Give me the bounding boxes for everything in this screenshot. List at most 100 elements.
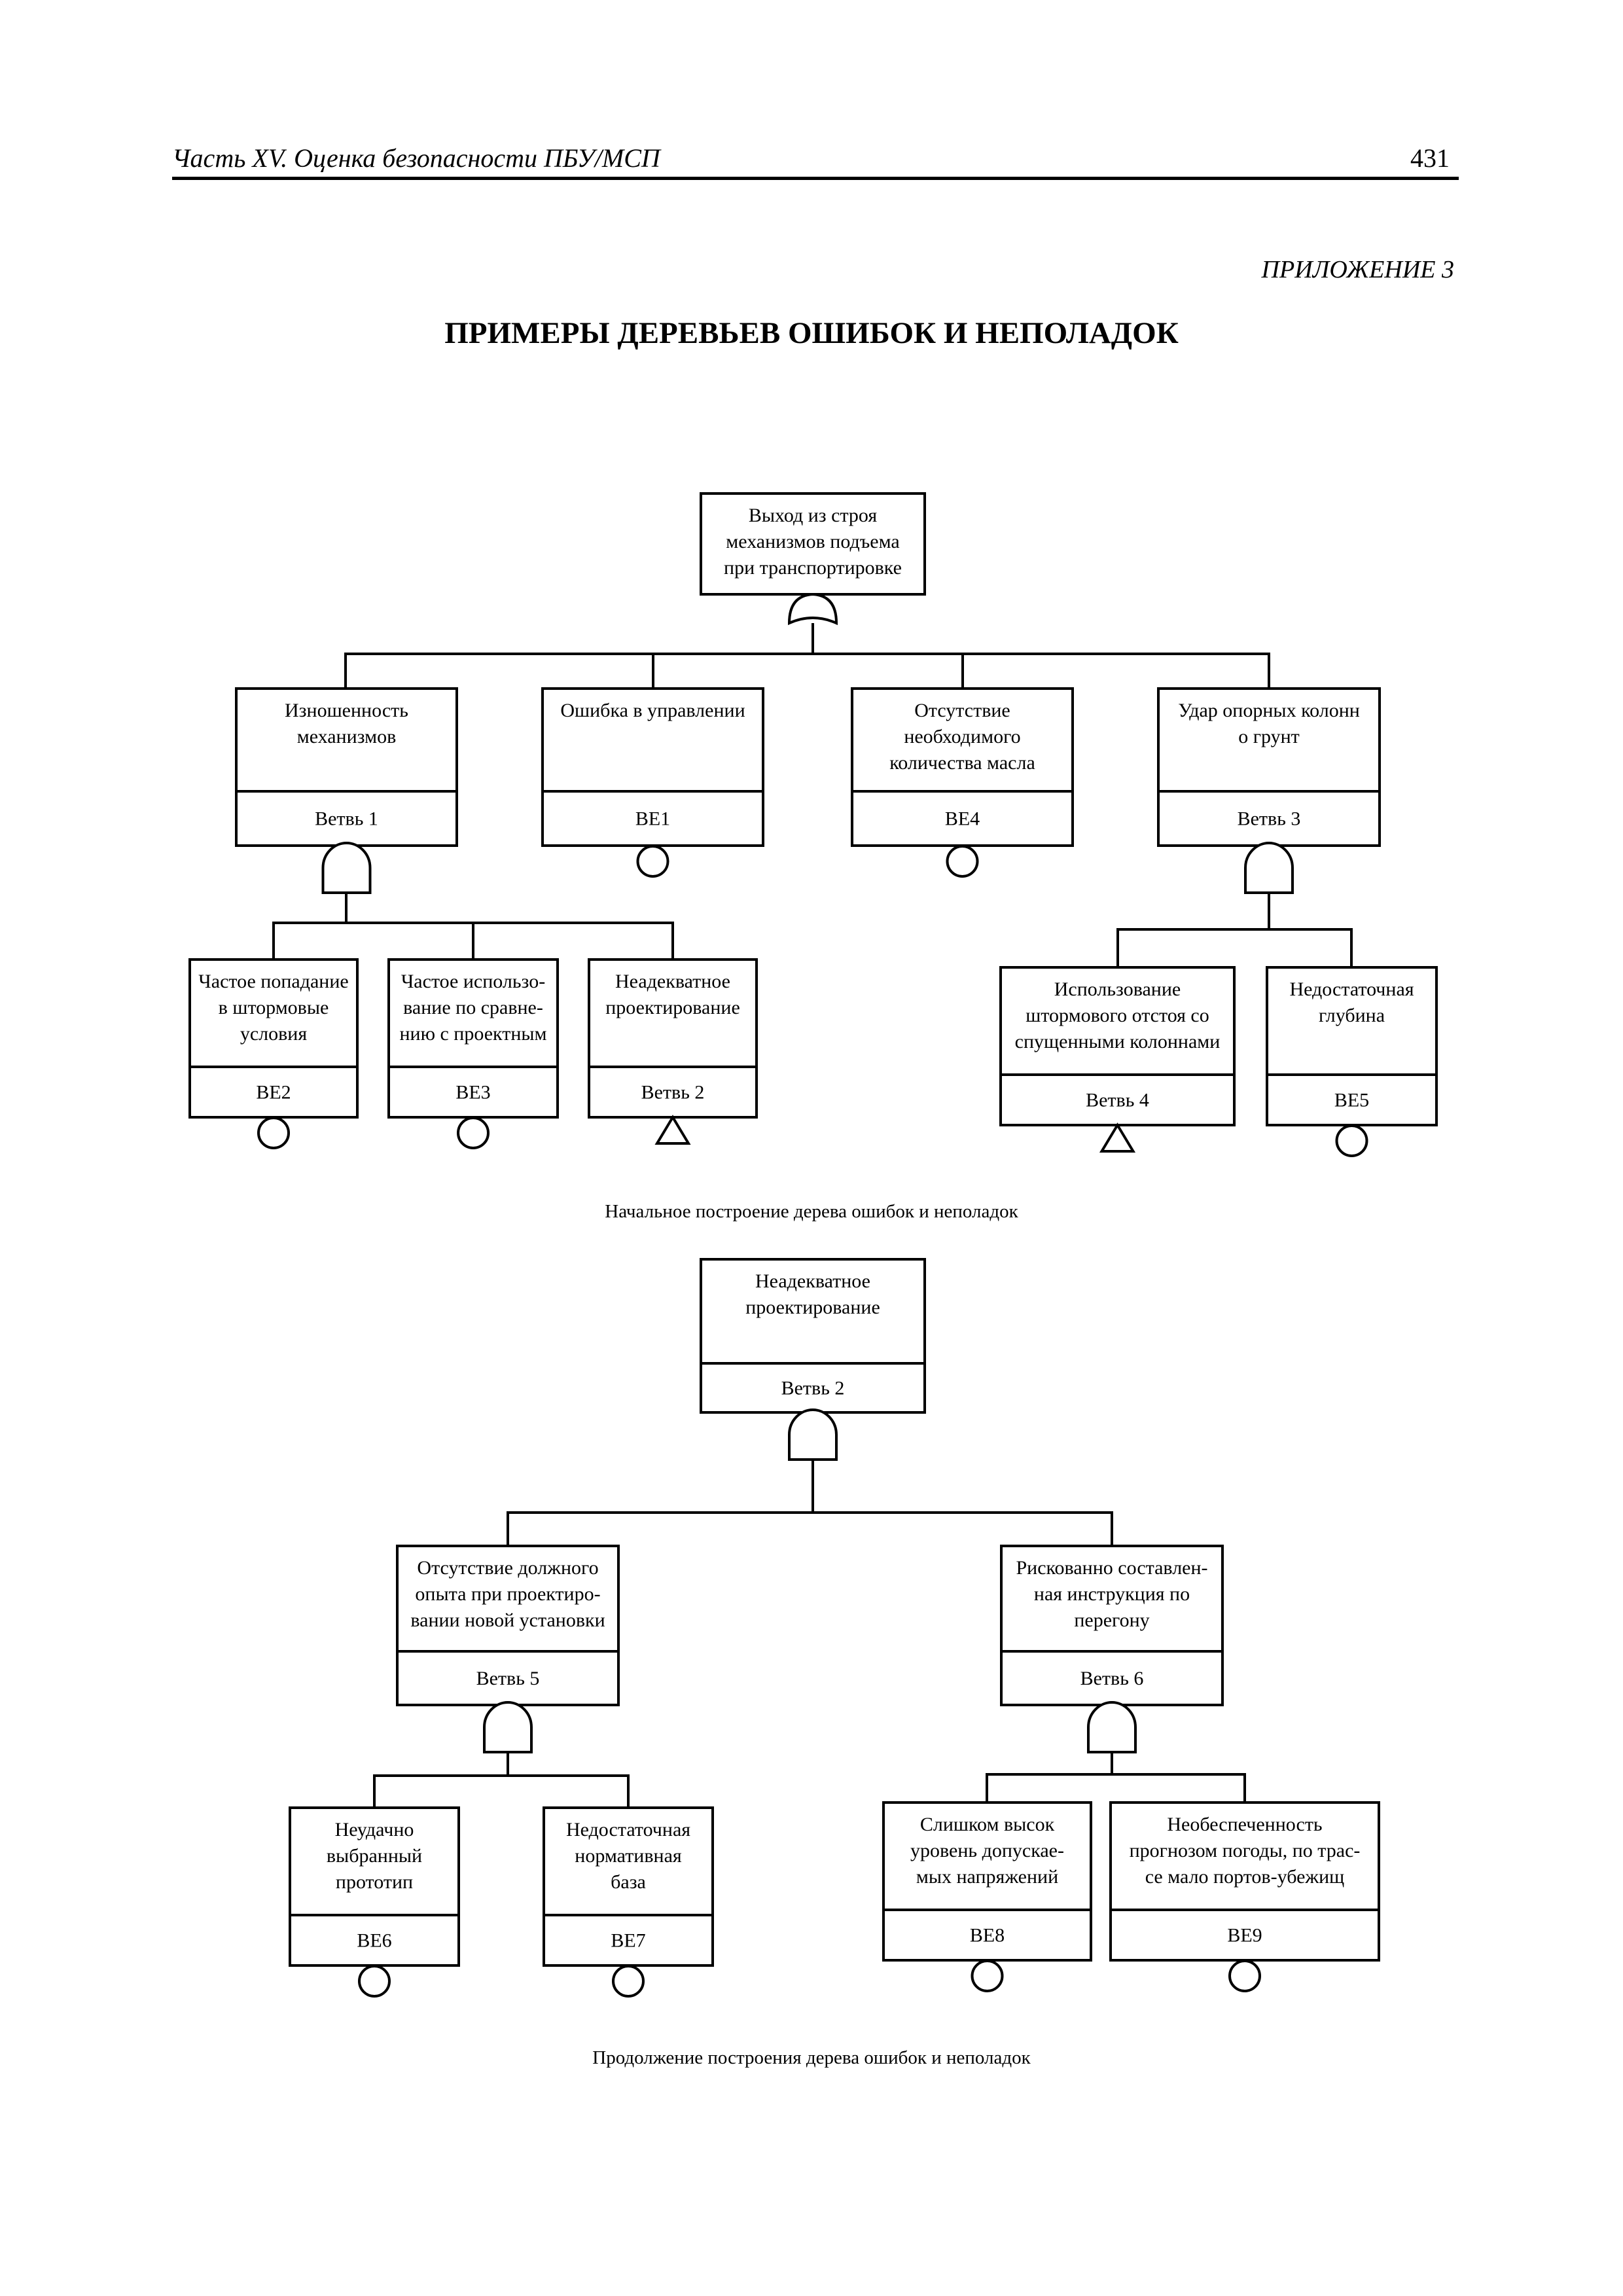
event-code: Ветвь 3 bbox=[1238, 808, 1301, 830]
event-description-line: база bbox=[611, 1871, 646, 1893]
event-description-line: Неадекватное bbox=[615, 971, 730, 992]
event-box bbox=[543, 1806, 714, 1967]
connector-line bbox=[986, 1773, 1246, 1803]
event-description-line: опыта при проектиро- bbox=[415, 1583, 600, 1605]
event-code: Ветвь 6 bbox=[1080, 1668, 1144, 1689]
event-description-line: нию с проектным bbox=[399, 1023, 546, 1045]
and-gate-icon bbox=[788, 1408, 838, 1461]
event-box bbox=[1109, 1801, 1380, 1962]
event-description-line: ная инструкция по bbox=[1034, 1583, 1190, 1605]
page-number: 431 bbox=[1410, 143, 1450, 173]
event-description-line: Недостаточная bbox=[1289, 978, 1414, 1000]
basic-event-icon bbox=[257, 1117, 290, 1149]
event-description-line: вание по сравне- bbox=[403, 997, 543, 1018]
event-description-line: о грунт bbox=[1238, 726, 1300, 747]
event-description-line: вании новой установки bbox=[410, 1609, 605, 1631]
event-description-line: штормового отстоя со bbox=[1026, 1005, 1209, 1026]
event-description-line: в штормовые bbox=[219, 997, 329, 1018]
and-gate-icon bbox=[1244, 842, 1294, 894]
tree1-caption: Начальное построение дерева ошибок и неп… bbox=[605, 1201, 1018, 1222]
event-box bbox=[1266, 966, 1438, 1126]
page-title: ПРИМЕРЫ ДЕРЕВЬЕВ ОШИБОК И НЕПОЛАДОК bbox=[444, 316, 1179, 350]
event-code: BE7 bbox=[611, 1930, 645, 1952]
event-description-line: проектирование bbox=[605, 997, 740, 1018]
event-description-line: спущенными колоннами bbox=[1015, 1031, 1221, 1052]
event-description-line: количества масла bbox=[889, 752, 1035, 774]
basic-event-icon bbox=[358, 1965, 391, 1998]
and-gate-icon bbox=[483, 1701, 533, 1753]
event-code: Ветвь 4 bbox=[1086, 1090, 1149, 1111]
connector-line bbox=[373, 1774, 630, 1808]
event-code: BE2 bbox=[256, 1082, 291, 1103]
event-code: Ветвь 2 bbox=[641, 1082, 705, 1103]
event-code: Ветвь 1 bbox=[315, 808, 378, 830]
event-box bbox=[235, 687, 458, 847]
event-description-line: нормативная bbox=[575, 1845, 682, 1867]
transfer-icon bbox=[654, 1115, 691, 1145]
event-code: BE3 bbox=[455, 1082, 490, 1103]
event-box bbox=[188, 958, 359, 1119]
event-box bbox=[1157, 687, 1381, 847]
event-code: BE1 bbox=[635, 808, 670, 830]
event-description-line: необходимого bbox=[904, 726, 1020, 747]
event-description-line: Недостаточная bbox=[566, 1819, 690, 1840]
event-description-line: уровень допускае- bbox=[910, 1840, 1064, 1861]
event-description-line: Необеспеченность bbox=[1167, 1814, 1322, 1835]
event-description-line: Выход из строя bbox=[749, 505, 878, 526]
event-code: Ветвь 2 bbox=[781, 1378, 845, 1399]
basic-event-icon bbox=[457, 1117, 490, 1149]
event-code: BE6 bbox=[357, 1930, 391, 1952]
event-description-line: при транспортировке bbox=[724, 557, 902, 579]
event-description-line: проектирование bbox=[745, 1297, 880, 1318]
event-description-line: механизмов подъема bbox=[726, 531, 899, 552]
event-box bbox=[588, 958, 758, 1119]
event-description-line: Удар опорных колонн bbox=[1178, 700, 1360, 721]
basic-event-icon bbox=[612, 1965, 645, 1998]
event-description-line: Неудачно bbox=[335, 1819, 414, 1840]
appendix-label: ПРИЛОЖЕНИЕ 3 bbox=[1261, 256, 1454, 283]
event-box bbox=[999, 966, 1236, 1126]
event-box bbox=[1000, 1545, 1224, 1706]
event-description-line: Ошибка в управлении bbox=[560, 700, 745, 721]
event-description-line: прогнозом погоды, по трас- bbox=[1130, 1840, 1361, 1861]
and-gate-icon bbox=[321, 842, 372, 894]
transfer-icon bbox=[1099, 1122, 1136, 1153]
and-gate-icon bbox=[1087, 1701, 1137, 1753]
event-description-line: Частое использо- bbox=[401, 971, 545, 992]
event-description-line: выбранный bbox=[327, 1845, 422, 1867]
event-description-line: Использование bbox=[1054, 978, 1181, 1000]
event-description-line: мых напряжений bbox=[916, 1866, 1058, 1888]
event-description-line: се мало портов-убежищ bbox=[1145, 1866, 1345, 1888]
event-description-line: условия bbox=[240, 1023, 308, 1045]
event-box bbox=[700, 1258, 926, 1414]
or-gate-icon bbox=[787, 592, 838, 626]
event-description-line: Отсутствие должного bbox=[417, 1557, 598, 1579]
event-box bbox=[851, 687, 1074, 847]
connector-line bbox=[344, 653, 1270, 689]
basic-event-icon bbox=[946, 845, 979, 878]
basic-event-icon bbox=[1335, 1124, 1368, 1157]
event-box bbox=[387, 958, 559, 1119]
event-description-line: Рискованно составлен- bbox=[1016, 1557, 1207, 1579]
event-code: Ветвь 5 bbox=[476, 1668, 540, 1689]
connector-line bbox=[1116, 928, 1353, 967]
basic-event-icon bbox=[636, 845, 669, 878]
event-code: BE9 bbox=[1227, 1925, 1262, 1946]
event-description-line: Изношенность bbox=[285, 700, 408, 721]
event-description-line: Частое попадание bbox=[198, 971, 348, 992]
event-box bbox=[882, 1801, 1092, 1962]
basic-event-icon bbox=[1228, 1960, 1261, 1992]
event-box bbox=[541, 687, 764, 847]
header-rule bbox=[172, 177, 1459, 180]
event-description-line: прототип bbox=[336, 1871, 413, 1893]
tree2-caption: Продолжение построения дерева ошибок и н… bbox=[592, 2047, 1031, 2068]
event-code: BE5 bbox=[1334, 1090, 1369, 1111]
event-description-line: Слишком высок bbox=[920, 1814, 1055, 1835]
basic-event-icon bbox=[971, 1960, 1004, 1992]
event-code: BE4 bbox=[945, 808, 980, 830]
event-description-line: Отсутствие bbox=[914, 700, 1010, 721]
event-code: BE8 bbox=[970, 1925, 1005, 1946]
connector-line bbox=[507, 1511, 1113, 1546]
event-description-line: перегону bbox=[1074, 1609, 1149, 1631]
